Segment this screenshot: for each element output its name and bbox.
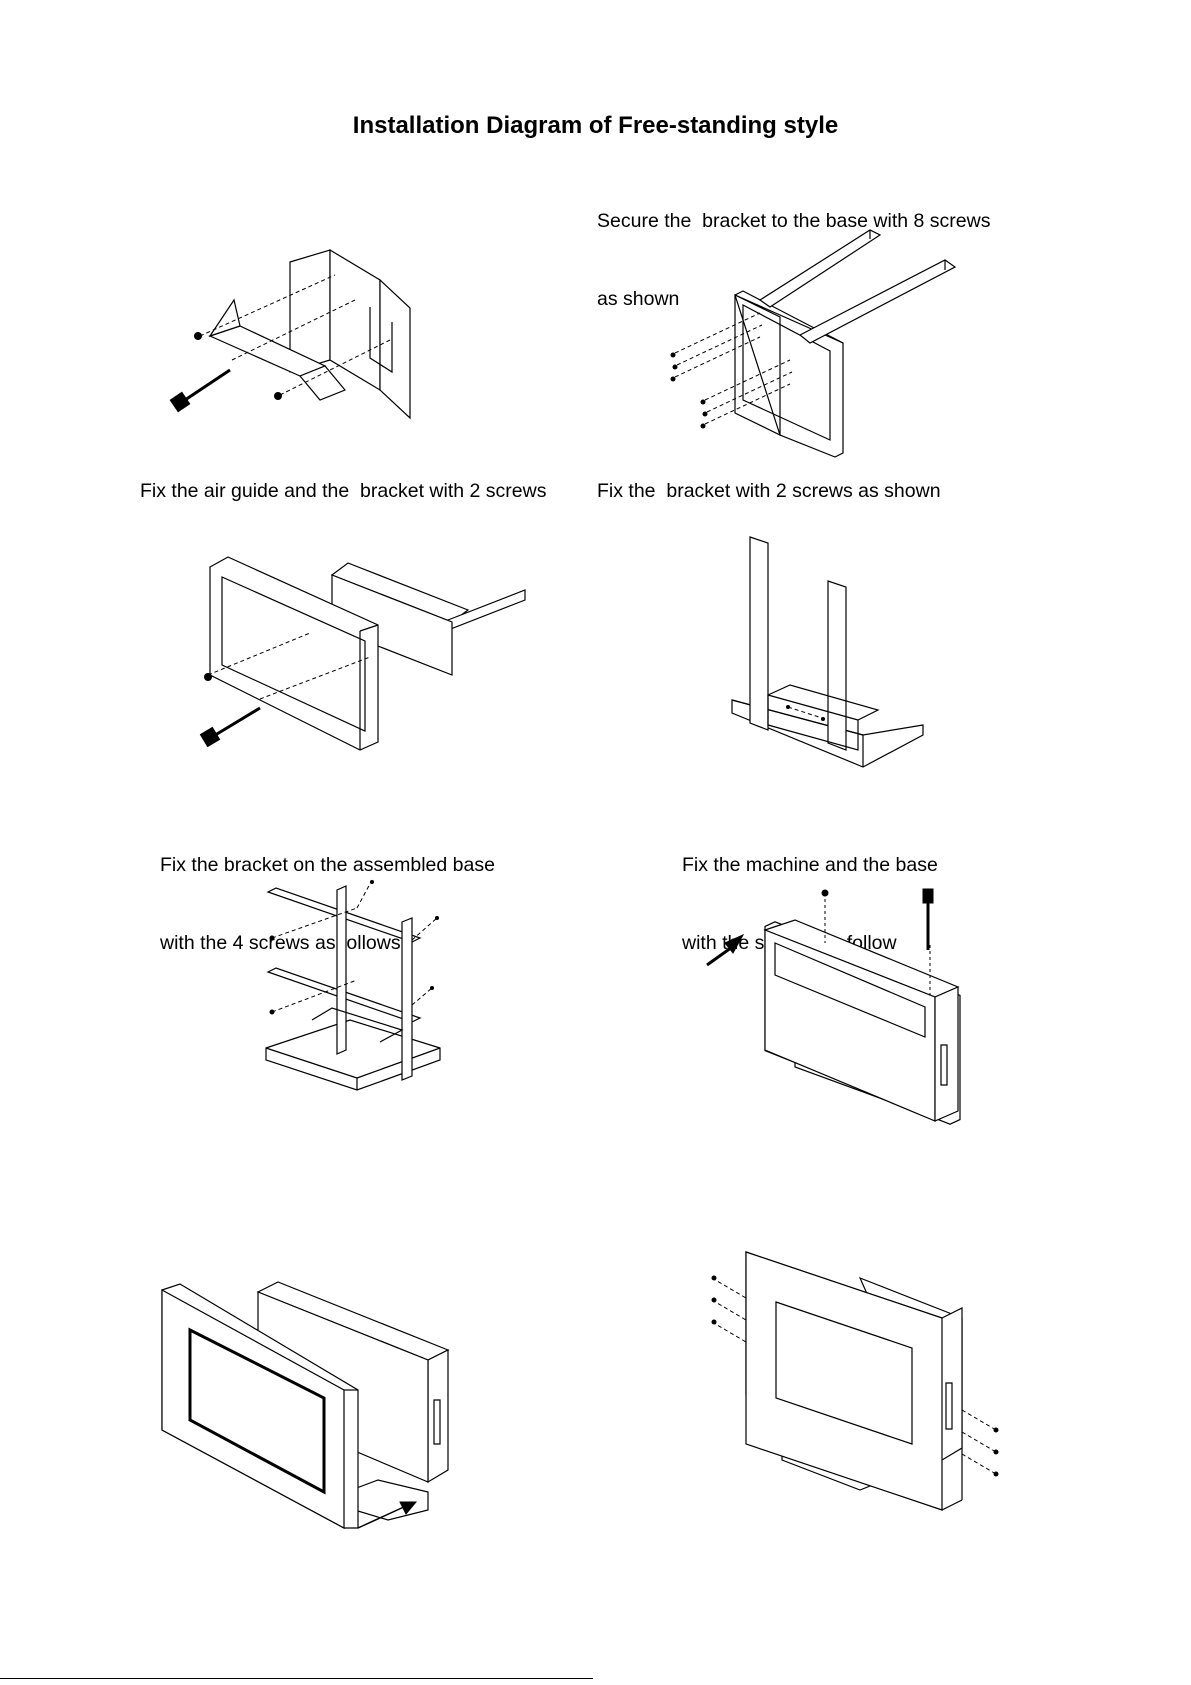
figure-attach-front-panel (158, 1270, 458, 1530)
figure-frame-rails (670, 225, 965, 450)
figure-secure-front-panel (711, 1248, 999, 1533)
step-5-caption-line-1: Fix the machine and the base (682, 854, 938, 876)
figure-cross-brackets-base (262, 880, 452, 1100)
page-title: Installation Diagram of Free-standing st… (352, 112, 839, 139)
footer-rule (0, 1678, 593, 1679)
step-3-caption: Fix the bracket with 2 screws as shown (597, 480, 941, 502)
step-1-caption: Fix the air guide and the bracket with 2… (140, 480, 547, 502)
figure-uprights-on-base (728, 535, 928, 775)
step-2-caption: Secure the bracket to the base with 8 sc… (597, 156, 990, 338)
step-2-caption-line-2: as shown (597, 288, 680, 310)
step-4-caption-line-2: with the 4 screws as follows (160, 932, 401, 954)
step-4-caption-line-1: Fix the bracket on the assembled base (160, 854, 495, 876)
step-2-caption-line-1: Secure the bracket to the base with 8 sc… (597, 210, 991, 232)
figure-frame-base-assembly (200, 535, 530, 750)
step-4-caption: Fix the bracket on the assembled base wi… (160, 800, 495, 982)
figure-machine-on-base (695, 885, 965, 1130)
figure-air-guide-bracket (170, 240, 460, 420)
